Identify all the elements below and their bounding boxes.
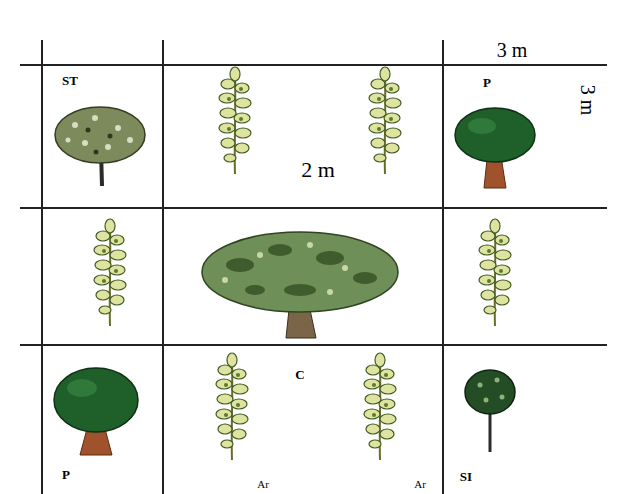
plant-code: P — [62, 468, 70, 481]
plant-code: ST — [62, 74, 78, 87]
grid-line — [162, 40, 164, 494]
p-tree — [54, 368, 138, 455]
grid-line — [20, 64, 607, 66]
shrub — [369, 67, 401, 174]
patch — [284, 284, 316, 296]
tree-canopy — [465, 370, 515, 414]
shadow — [108, 134, 113, 139]
shadow — [86, 128, 91, 133]
speckle — [82, 140, 88, 146]
canopy-shadows — [86, 128, 113, 155]
grid-lines — [20, 40, 607, 494]
patch — [268, 244, 292, 256]
p-tree — [455, 108, 535, 188]
dimension-label: 3 m — [578, 85, 598, 116]
dimension-label: 2 m — [301, 159, 335, 181]
highlight — [257, 252, 263, 258]
grid-line — [20, 344, 607, 346]
canopy-speckles — [66, 115, 134, 150]
shrub — [219, 67, 251, 174]
speckle — [484, 398, 489, 403]
highlight — [222, 277, 228, 283]
highlight — [342, 265, 348, 271]
plant-code: Ar — [414, 479, 426, 490]
plant-code: C — [295, 368, 304, 381]
plant-code: P — [483, 76, 491, 89]
highlight — [307, 242, 313, 248]
st-tree — [55, 107, 145, 186]
shrub — [94, 219, 126, 326]
speckle — [72, 122, 78, 128]
tree-canopy — [455, 108, 535, 162]
grid-line — [41, 40, 43, 494]
speckle — [66, 138, 71, 143]
tree-canopy — [202, 232, 398, 312]
speckle — [105, 144, 111, 150]
grid-line — [442, 40, 444, 494]
si-tree — [465, 370, 515, 452]
plant-code: Ar — [257, 479, 269, 490]
canopy-patches — [226, 244, 377, 296]
speckle — [478, 383, 483, 388]
tree-trunk — [489, 410, 492, 452]
speckle — [495, 378, 500, 383]
patch — [226, 258, 254, 272]
tree-canopy — [54, 368, 138, 432]
patch — [353, 272, 377, 284]
speckle — [92, 115, 98, 121]
highlight — [327, 289, 333, 295]
shrub — [216, 353, 248, 460]
speckle — [115, 125, 121, 131]
patch — [316, 251, 344, 265]
canopy-speckles — [478, 378, 505, 403]
grid-line — [20, 207, 607, 209]
canopy-highlight — [468, 118, 496, 134]
canopy-highlights — [222, 242, 348, 295]
patch — [245, 285, 265, 295]
speckle — [127, 137, 133, 143]
shrub — [364, 353, 396, 460]
shrub — [479, 219, 511, 326]
shadow — [94, 150, 99, 155]
c-tree — [202, 232, 398, 338]
dimension-label: 3 m — [497, 40, 528, 60]
tree-canopy — [55, 107, 145, 163]
canopy-highlight — [67, 379, 97, 397]
speckle — [500, 395, 505, 400]
plant-code: SI — [460, 470, 472, 483]
